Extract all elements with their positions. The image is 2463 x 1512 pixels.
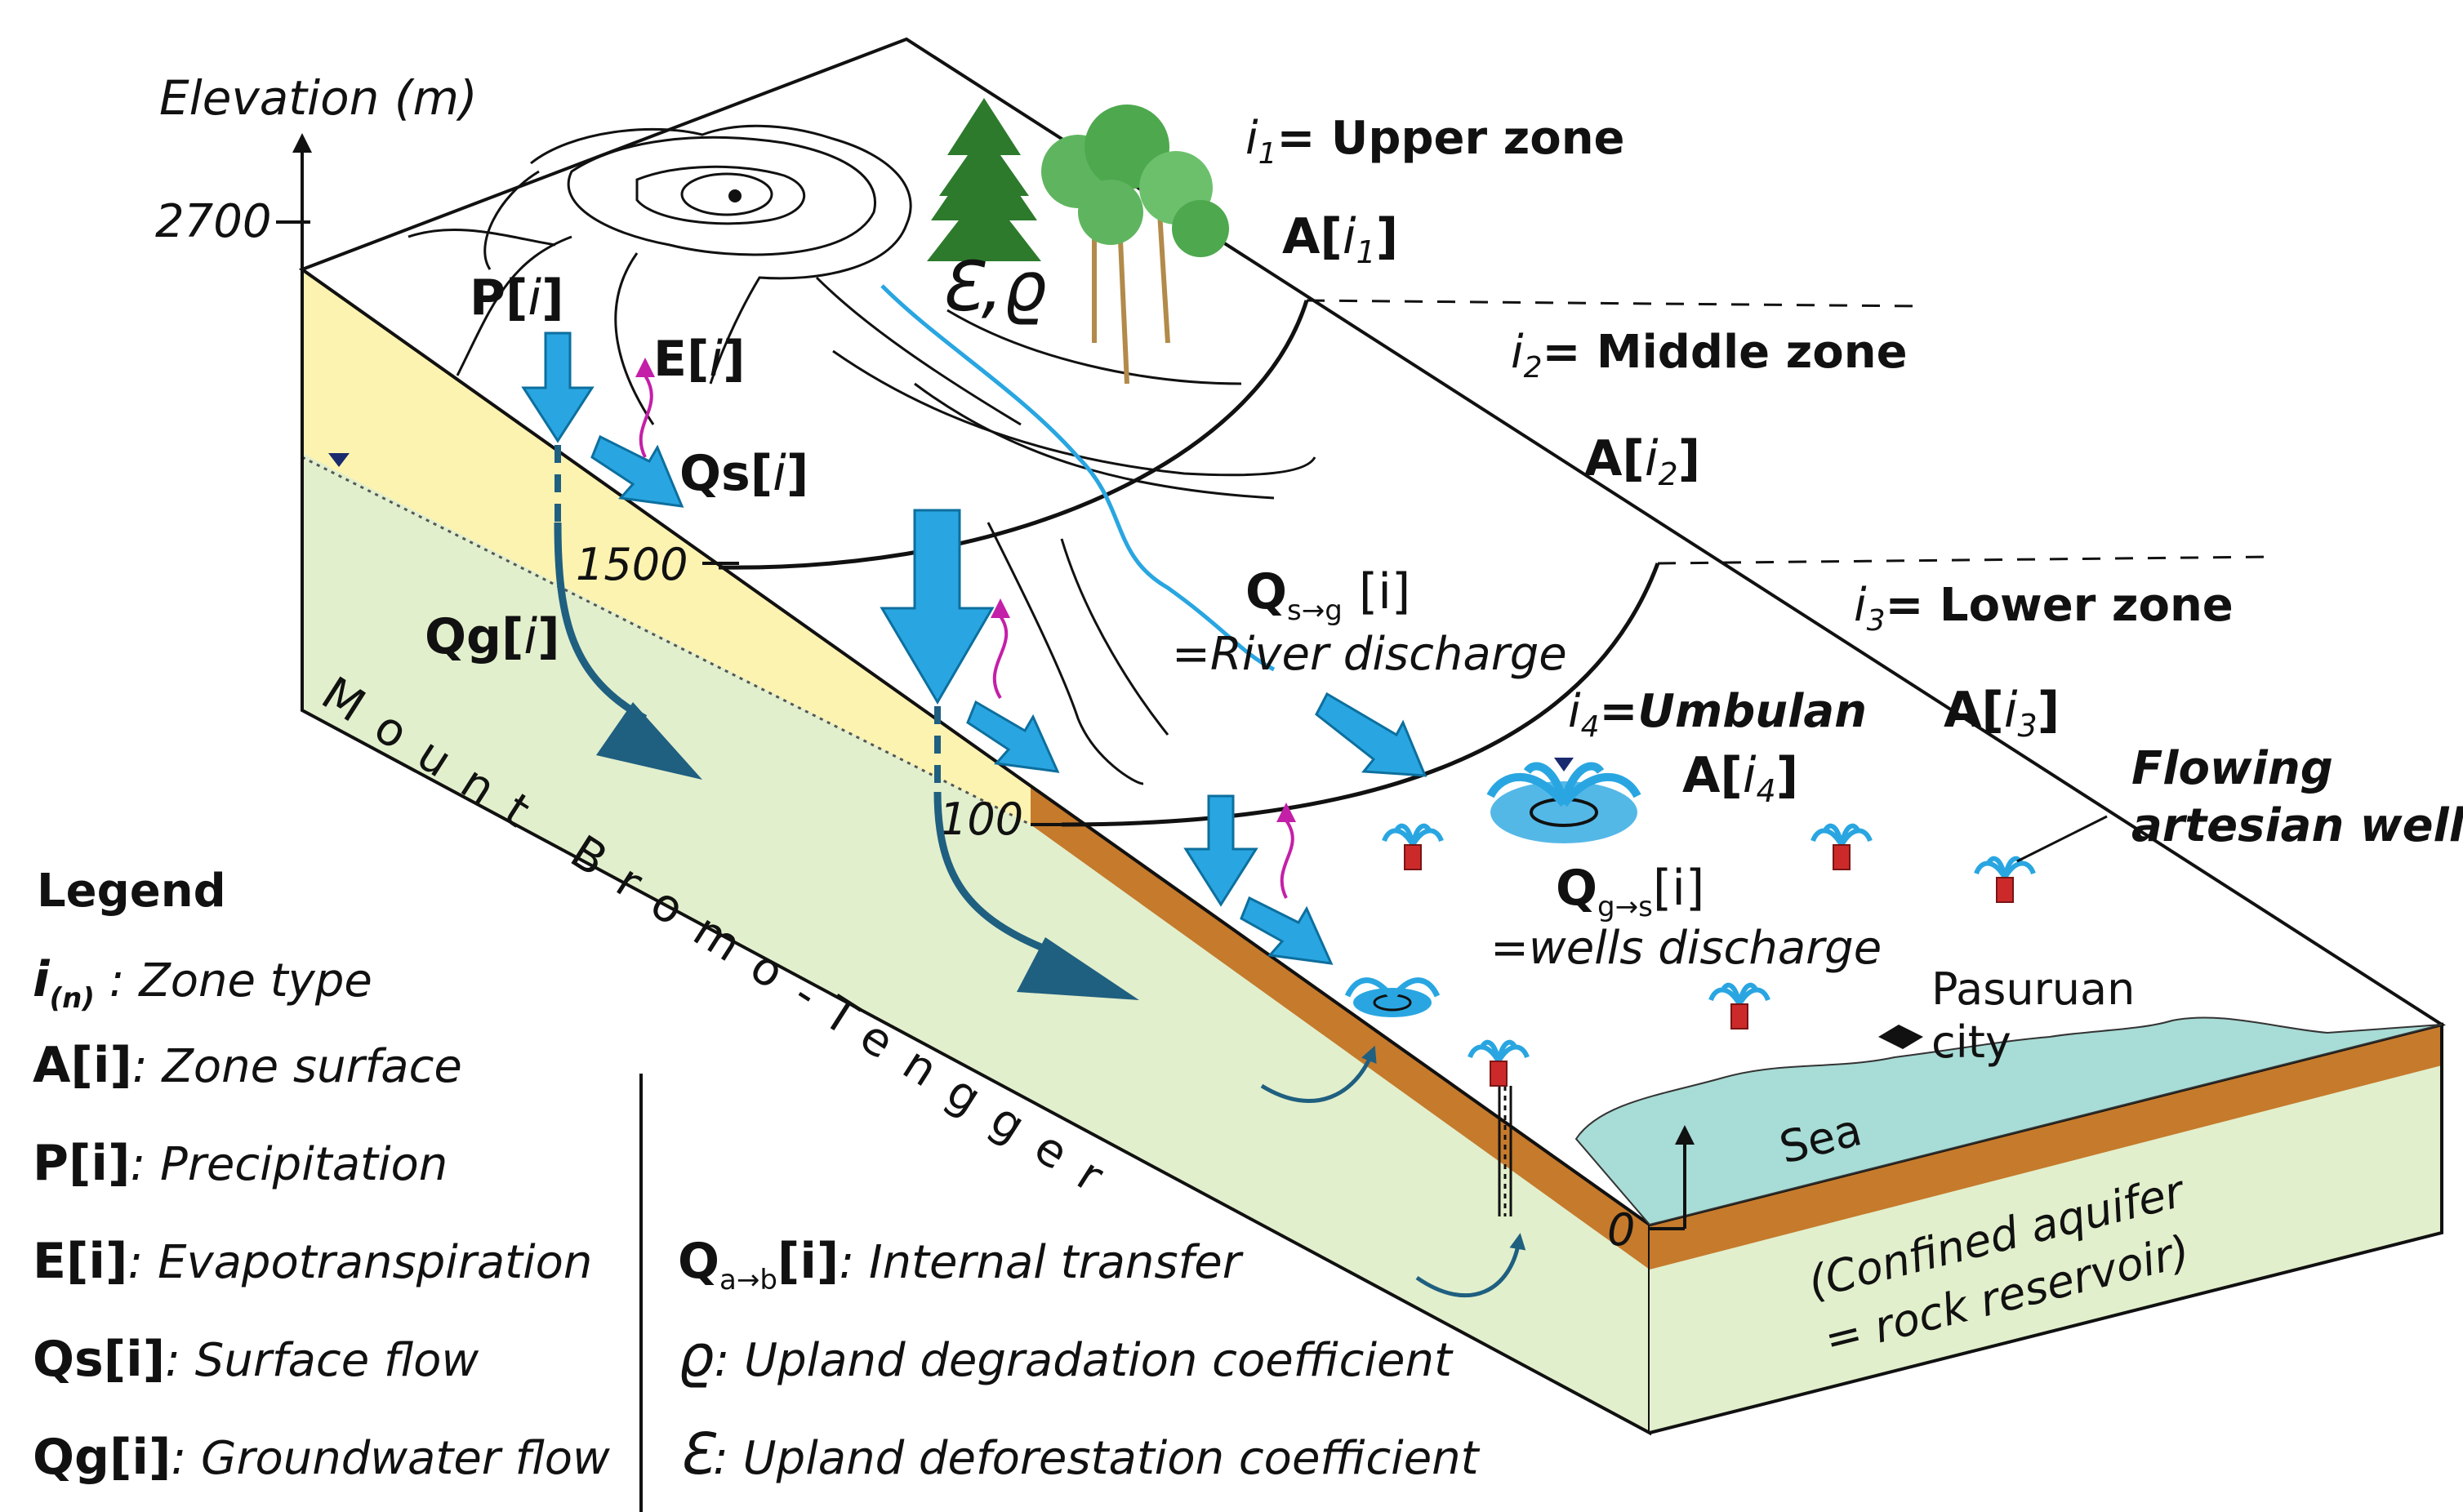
well-casing	[1498, 1086, 1512, 1216]
boundary-middle-lower	[1061, 563, 1660, 827]
label-river-discharge: =River discharge	[1172, 628, 1567, 681]
legend-title: Legend	[37, 865, 226, 918]
label-artesian-1: Flowing	[2131, 742, 2333, 795]
groundwater-arrowhead-middle	[1017, 937, 1139, 1000]
zone-upper-label: i1= Upper zone	[1245, 112, 1625, 171]
legend-item-zone-type: i(n) : Zone type	[33, 951, 372, 1015]
artesian-well	[1708, 982, 1770, 1029]
legend-item-deforestation: ℇ: Upland deforestation coefficient	[678, 1421, 1481, 1488]
city-marker	[1878, 1025, 1923, 1049]
tick-label-100: 100	[939, 794, 1023, 845]
surface-flow-arrow-middle	[966, 700, 1060, 773]
label-city-1: Pasuruan	[1931, 963, 2135, 1015]
label-groundwater-flow: Qg[i]	[425, 608, 559, 665]
label-city-2: city	[1931, 1016, 2011, 1068]
artesian-leader-line	[2016, 815, 2108, 863]
label-evap: E[i]	[653, 331, 746, 388]
tick-label-2700: 2700	[155, 195, 272, 248]
tick-label-1500: 1500	[576, 539, 688, 590]
boundary-upper-middle	[718, 300, 1309, 570]
zone-area-a4: A[i4]	[1682, 747, 1798, 809]
crater-dot	[728, 189, 742, 202]
precip-arrow-middle	[880, 509, 995, 705]
precip-arrow-upper	[521, 331, 595, 443]
river	[880, 284, 1276, 672]
dashed-ext-1	[1306, 299, 1920, 308]
legend-item-internal-transfer: Qa→b[i]: Internal transfer	[678, 1233, 1244, 1296]
umbulan-spring	[1486, 758, 1641, 843]
evap-arrow-upper	[635, 358, 655, 458]
zone-middle-label: i2= Middle zone	[1511, 326, 1908, 385]
unsaturated-zone	[302, 269, 1031, 825]
confining-layer	[1031, 785, 1650, 1270]
water-table-line	[301, 456, 1031, 826]
top-surface	[298, 37, 2446, 1227]
label-surface-flow: Qs[i]	[679, 445, 808, 502]
legend-item-evapotranspiration: E[i]: Evapotranspiration	[33, 1233, 592, 1290]
flow-labels: P[i] E[i] Qs[i] Qg[i] ℇ,ϱ Qs→g[i] =River…	[425, 247, 1882, 975]
right-face-green	[1650, 1025, 2442, 1433]
legend-item-precipitation: P[i]: Precipitation	[33, 1135, 448, 1192]
contour-lines	[408, 124, 1316, 785]
zone-umbulan-label: i4=Umbulan	[1568, 685, 1867, 744]
zone-area-a3: A[i3]	[1944, 682, 2060, 744]
legend-item-surface-flow: Qs[i]: Surface flow	[33, 1331, 479, 1388]
artesian-well	[1811, 823, 1873, 870]
dashed-ext-2	[1657, 555, 2271, 565]
label-epsilon-rho: ℇ,ϱ	[939, 247, 1047, 327]
crater-inner	[680, 172, 773, 216]
label-river-discharge-symbol: Qs→g[i]	[1245, 563, 1410, 627]
legend: Legend i(n) : Zone type A[i]: Zone surfa…	[33, 865, 1481, 1512]
groundwater-arrowhead-upper	[596, 702, 702, 780]
evap-arrow-lower	[1276, 803, 1296, 899]
evap-arrow-middle	[991, 598, 1010, 700]
legend-item-degradation: ϱ: Upland degradation coefficient	[678, 1323, 1454, 1390]
spring-upwelling	[1260, 1045, 1377, 1103]
right-face-brown	[1650, 1025, 2442, 1270]
artesian-wells	[1382, 823, 2036, 1087]
tick-label-0: 0	[1607, 1204, 1635, 1256]
water-table-marker	[328, 453, 350, 467]
zone-lower-label: i3= Lower zone	[1854, 579, 2234, 638]
well-upwelling	[1415, 1233, 1526, 1298]
artesian-well	[1382, 823, 1444, 870]
groundwater-path-middle	[933, 791, 1063, 959]
elevation-axis: Elevation (m) 2700 1500 100 0	[155, 70, 1695, 1256]
artesian-well	[1468, 1039, 1530, 1087]
zone-area-a1: A[i1]	[1282, 208, 1398, 270]
legend-item-groundwater-flow: Qg[i]: Groundwater flow	[33, 1429, 610, 1486]
legend-item-zone-surface: A[i]: Zone surface	[33, 1037, 462, 1094]
label-precip: P[i]	[470, 269, 564, 327]
flow-arrows	[521, 331, 1526, 1298]
surface-flow-arrow-upper	[590, 434, 684, 508]
artesian-well	[1974, 856, 2036, 903]
precip-arrow-lower	[1183, 794, 1258, 907]
surface-flow-arrow-lower	[1240, 896, 1334, 965]
zone-area-a2: A[i2]	[1584, 430, 1700, 492]
label-artesian-2: artesian well	[2131, 799, 2463, 852]
sea-surface	[1574, 1016, 2443, 1226]
groundwater-path-upper	[554, 522, 648, 722]
block-front-face	[301, 268, 1651, 1436]
forest-icon	[927, 98, 1229, 385]
axis-title: Elevation (m)	[159, 70, 478, 126]
zone-labels: i1= Upper zone i2= Middle zone i3= Lower…	[1245, 112, 2234, 809]
label-wells-discharge: =wells discharge	[1490, 922, 1882, 975]
river-discharge-arrow	[1315, 692, 1427, 777]
label-wells-discharge-symbol: Qg→s[i]	[1556, 860, 1704, 923]
spring-lower	[1344, 977, 1441, 1017]
